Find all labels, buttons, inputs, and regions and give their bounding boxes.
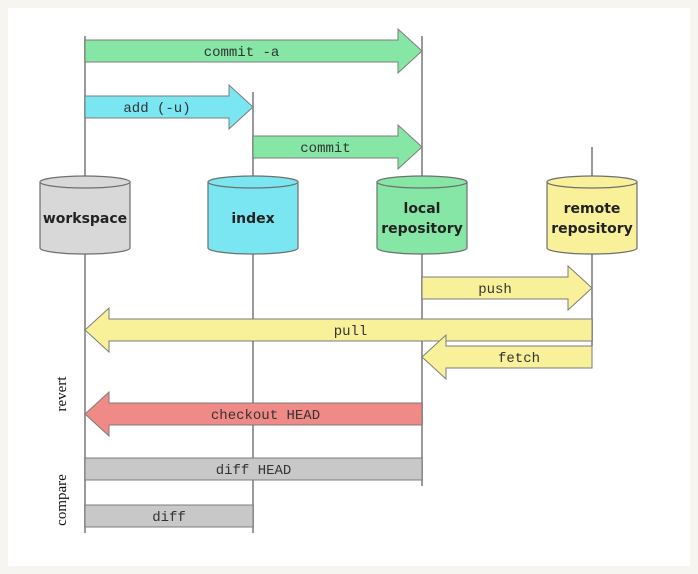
- arrow-label: checkout HEAD: [211, 408, 320, 424]
- git-workflow-diagram: commit -a add (-u) commit push pull fetch chec…: [39, 8, 638, 533]
- node-local: local repository: [376, 175, 468, 255]
- cylinder-top: [546, 175, 638, 189]
- arrow-pull: pull: [84, 306, 593, 354]
- bar-label: diff HEAD: [216, 463, 292, 479]
- node-remote: remote repository: [546, 175, 638, 255]
- cylinder-body: [207, 181, 299, 255]
- node-label: repository: [551, 221, 633, 237]
- arrow-label: commit -a: [204, 45, 280, 61]
- arrow-fetch: fetch: [421, 333, 593, 381]
- arrow-label: checkout: [147, 8, 214, 13]
- node-index: index: [207, 175, 299, 255]
- arrow-shape: [252, 123, 423, 171]
- bar-label: diff: [152, 510, 186, 526]
- cylinder-top: [207, 175, 299, 189]
- arrow-label: fetch: [498, 351, 540, 367]
- node-label: index: [231, 211, 274, 227]
- arrow-checkout-head: checkout HEAD: [84, 390, 423, 438]
- arrow-label: add (-u): [123, 101, 190, 117]
- arrow-shape: [421, 264, 593, 312]
- cylinder-body: [376, 181, 468, 255]
- node-label: remote: [564, 201, 621, 217]
- group-label-revert: revert: [54, 376, 70, 412]
- node-workspace: workspace: [39, 175, 131, 255]
- arrow-label: pull: [334, 324, 368, 340]
- bar-diff: diff: [84, 504, 254, 528]
- bar-diff-head: diff HEAD: [84, 457, 423, 481]
- arrow-commit: commit: [252, 123, 423, 171]
- arrow-shape: [84, 306, 593, 354]
- arrow-checkout: checkout: [147, 8, 214, 13]
- diagram-frame: commit -a add (-u) commit push pull fetch chec…: [8, 8, 690, 566]
- arrow-shape: [84, 390, 423, 438]
- arrow-commit-a: commit -a: [84, 27, 423, 75]
- arrow-shape: [421, 333, 593, 381]
- arrow-shape: [84, 83, 254, 131]
- arrow-push: push: [421, 264, 593, 312]
- arrow-label: commit: [300, 141, 350, 157]
- node-label: local: [404, 201, 441, 217]
- arrow-add-u: add (-u): [84, 83, 254, 131]
- cylinder-top: [39, 175, 131, 189]
- group-label-compare: compare: [54, 474, 70, 526]
- cylinder-top: [376, 175, 468, 189]
- bar-shape: [84, 457, 423, 481]
- node-label: workspace: [43, 211, 127, 227]
- cylinder-body: [39, 181, 131, 255]
- node-label: repository: [381, 221, 463, 237]
- arrow-label: push: [478, 282, 512, 298]
- cylinder-body: [546, 181, 638, 255]
- arrow-shape: [84, 27, 423, 75]
- bar-shape: [84, 504, 254, 528]
